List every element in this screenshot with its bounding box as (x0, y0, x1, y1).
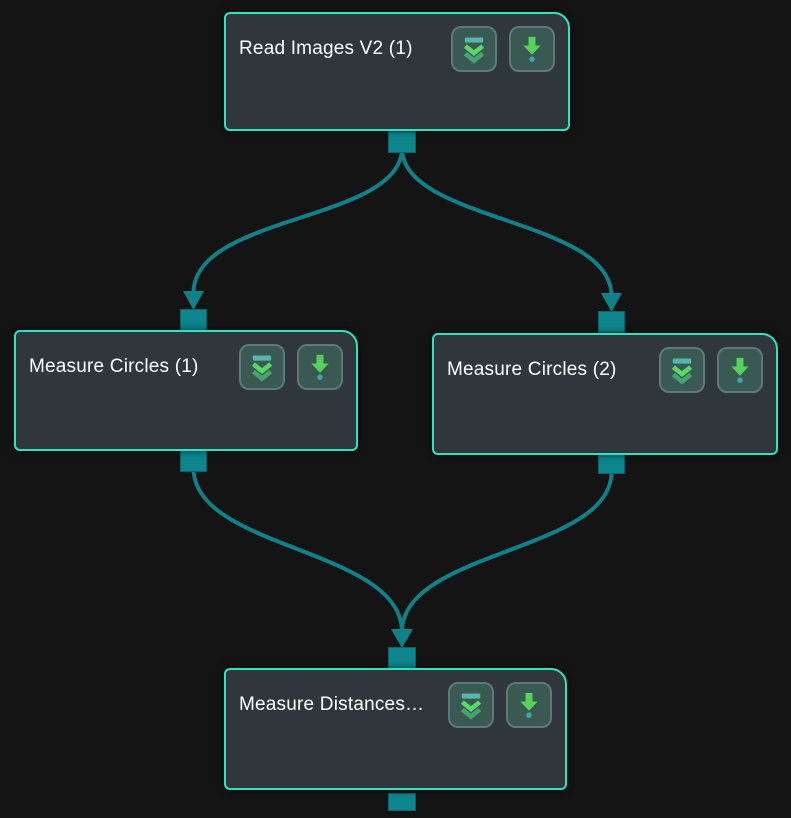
port-measure-circles-1-input[interactable] (180, 309, 207, 331)
green-arrow-down-icon (523, 36, 541, 62)
node-header: Measure Circles (2) (434, 335, 776, 393)
green-arrow-down-icon (311, 354, 329, 380)
node-button-group (659, 347, 763, 393)
node-title: Read Images V2 (1) (239, 38, 413, 59)
node-measure-circles-2[interactable]: Measure Circles (2) (432, 333, 778, 455)
port-measure-distances-input[interactable] (388, 647, 416, 669)
run-node-button[interactable] (509, 26, 555, 72)
port-measure-distances-output[interactable] (388, 793, 416, 811)
double-chevron-down-icon (251, 355, 273, 382)
node-measure-circles-1[interactable]: Measure Circles (1) (14, 330, 358, 451)
node-measure-distances[interactable]: Measure Distances… (224, 668, 567, 790)
node-header: Measure Distances… (226, 670, 565, 728)
double-chevron-down-icon (671, 358, 693, 385)
run-node-button[interactable] (717, 347, 763, 393)
port-read-images-output[interactable] (388, 131, 416, 153)
collapse-node-button[interactable] (659, 347, 705, 393)
edge-read-images-to-measure-circles-1[interactable] (191, 147, 404, 294)
collapse-node-button[interactable] (451, 26, 497, 72)
edge-arrowhead (183, 291, 204, 310)
port-measure-circles-2-input[interactable] (598, 311, 625, 333)
node-read-images-v2[interactable]: Read Images V2 (1) (224, 12, 570, 131)
green-arrow-down-icon (520, 692, 538, 718)
node-button-group (239, 344, 343, 390)
run-node-button[interactable] (297, 344, 343, 390)
edge-read-images-to-measure-circles-2[interactable] (400, 147, 614, 297)
edge-arrowhead (391, 629, 413, 648)
green-arrow-down-icon (731, 357, 749, 383)
node-header: Read Images V2 (1) (226, 14, 568, 72)
node-title: Measure Circles (2) (447, 359, 617, 380)
node-header: Measure Circles (1) (16, 332, 356, 390)
double-chevron-down-icon (463, 37, 485, 64)
collapse-node-button[interactable] (239, 344, 285, 390)
port-measure-circles-2-output[interactable] (598, 454, 625, 474)
edge-measure-circles-2-to-measure-distances[interactable] (400, 471, 614, 633)
node-title: Measure Circles (1) (29, 356, 199, 377)
collapse-node-button[interactable] (448, 682, 494, 728)
run-node-button[interactable] (506, 682, 552, 728)
port-measure-circles-1-output[interactable] (180, 450, 207, 472)
node-title: Measure Distances… (239, 694, 425, 715)
node-button-group (448, 682, 552, 728)
double-chevron-down-icon (460, 693, 482, 720)
node-button-group (451, 26, 555, 72)
edge-arrowhead (601, 293, 622, 312)
edge-measure-circles-1-to-measure-distances[interactable] (191, 467, 404, 633)
